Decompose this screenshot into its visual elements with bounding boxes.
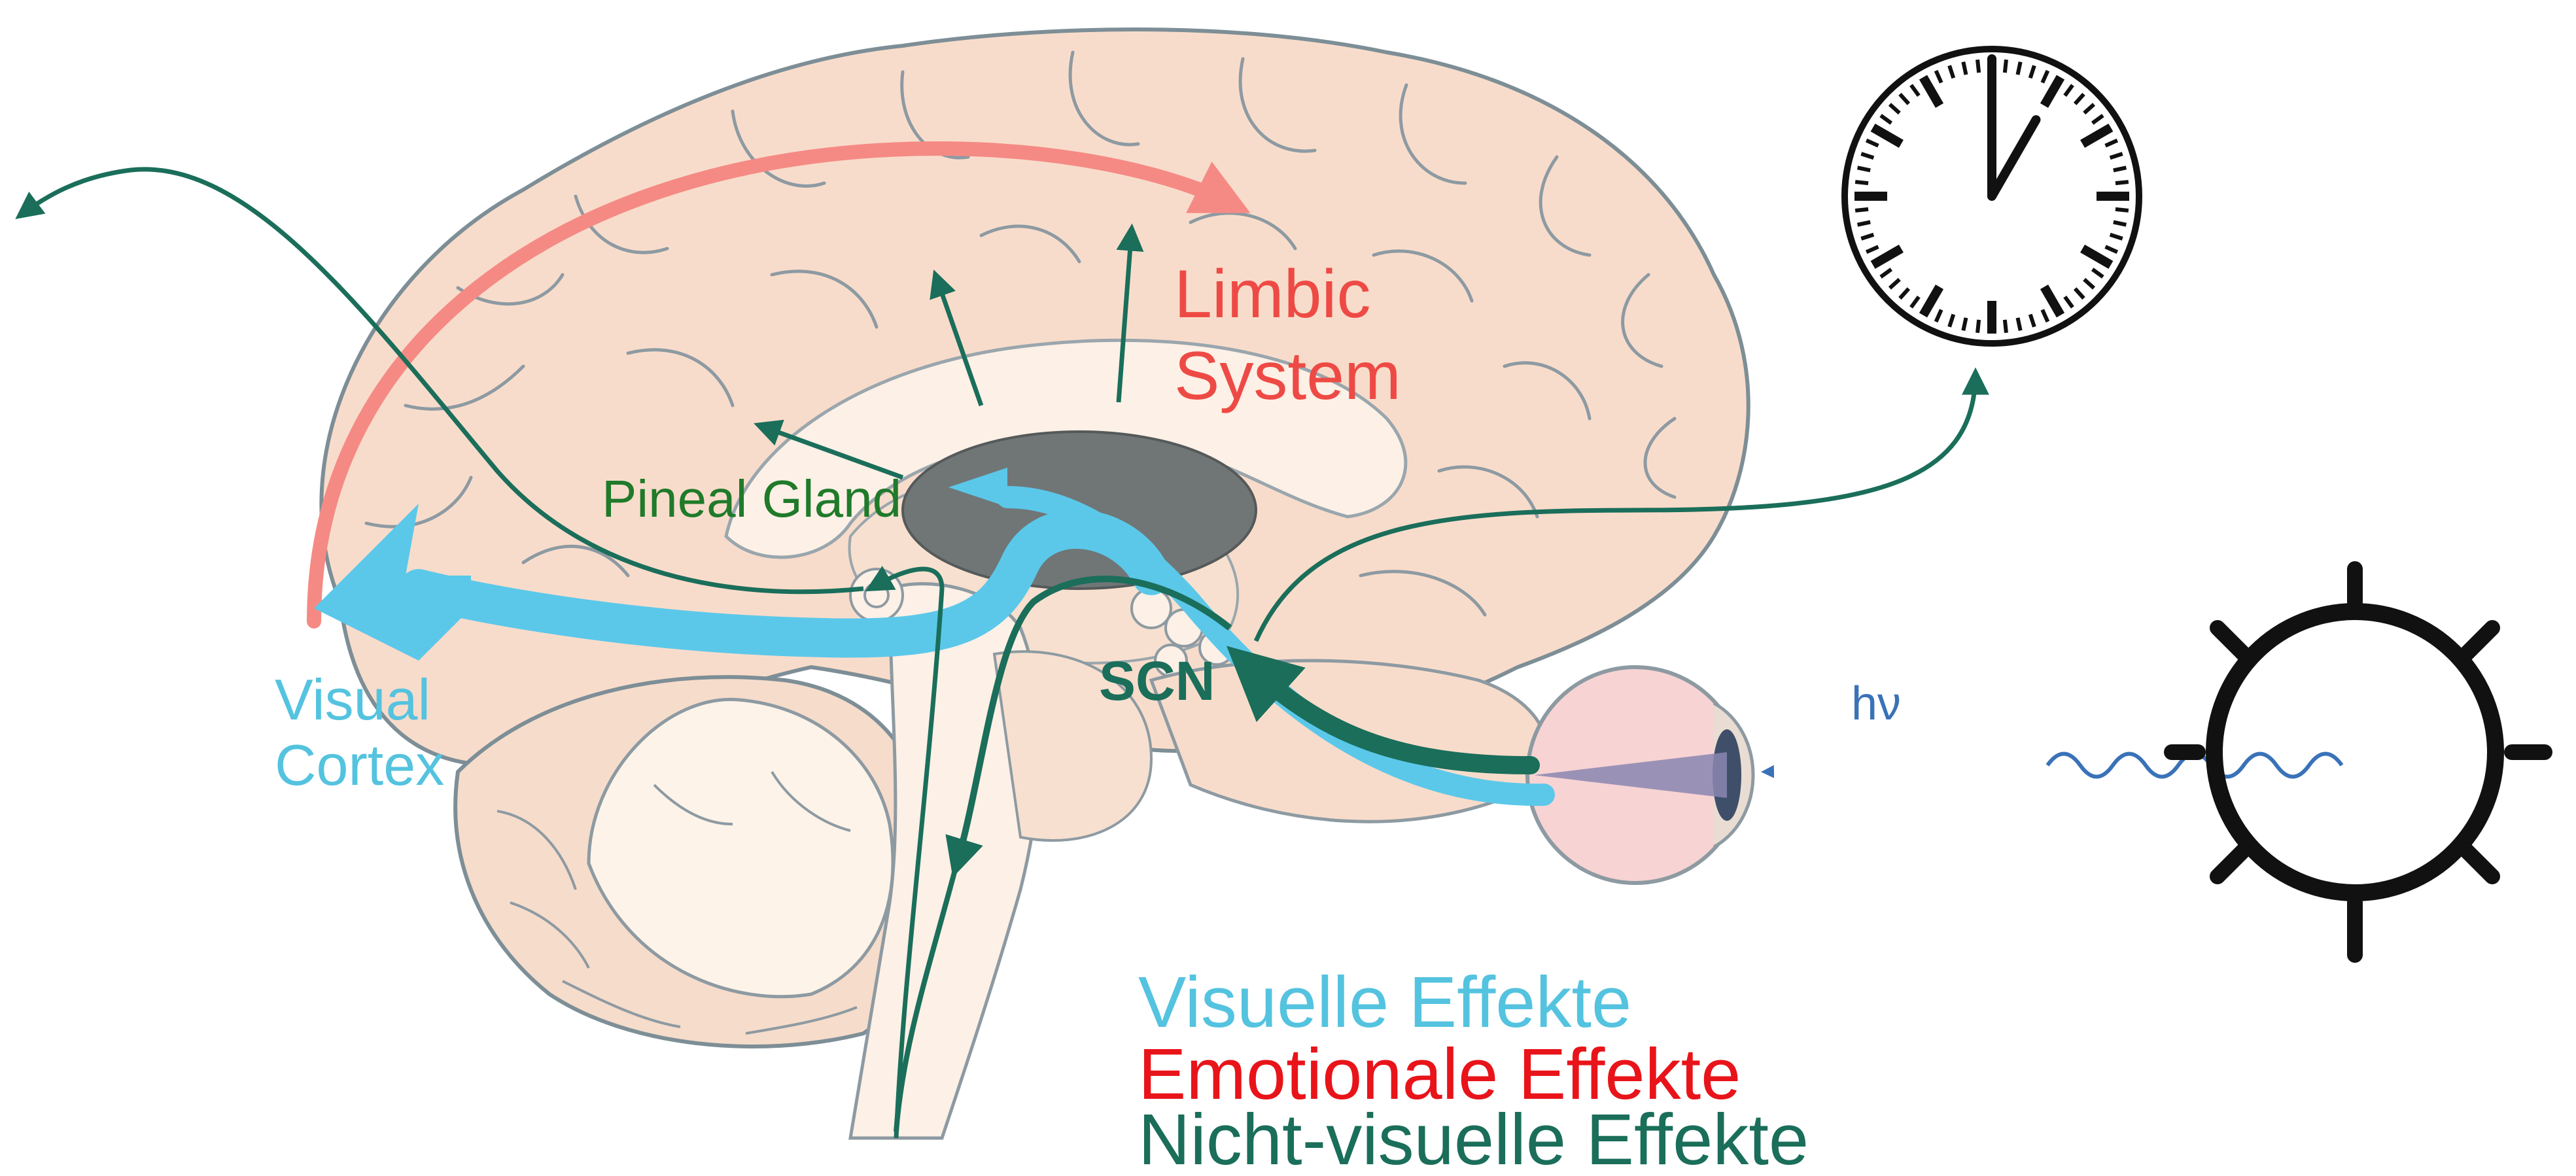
- clock-minute-tick: [2115, 182, 2129, 183]
- legend-non-visual: Nicht-visuelle Effekte: [1138, 1099, 1809, 1173]
- clock-minute-tick: [1977, 60, 1979, 73]
- clock-minute-tick: [1858, 222, 1871, 225]
- legend: Visuelle Effekte Emotionale Effekte Nich…: [1138, 962, 1809, 1173]
- eye-icon: [1527, 667, 1753, 883]
- clock-minute-tick: [1963, 62, 1966, 75]
- clock-minute-tick: [2114, 167, 2127, 170]
- clock-minute-tick: [2018, 62, 2021, 75]
- sun-icon: [2172, 569, 2545, 955]
- pineal-label: Pineal Gland: [602, 470, 901, 528]
- visual-cortex-label-line2: Cortex: [275, 733, 444, 797]
- legend-visual: Visuelle Effekte: [1138, 962, 1631, 1043]
- visual-cortex-label-line1: Visual: [275, 667, 430, 732]
- clock-minute-tick: [1963, 318, 1966, 331]
- clock-minute-tick: [2114, 222, 2127, 225]
- clock-minute-tick: [2115, 209, 2129, 211]
- clock-minute-tick: [1858, 167, 1871, 170]
- scn-label: SCN: [1099, 650, 1215, 712]
- light-label: hν: [1851, 678, 1901, 730]
- clock-minute-tick: [2018, 318, 2021, 331]
- clock-icon: [1845, 49, 2139, 343]
- light-arrow: [1766, 765, 2047, 772]
- clock-minute-tick: [2005, 320, 2006, 333]
- clock-minute-tick: [1855, 209, 1868, 211]
- limbic-label-line1: Limbic: [1174, 256, 1371, 332]
- limbic-label-line2: System: [1174, 338, 1401, 414]
- clock-minute-tick: [1855, 182, 1868, 183]
- clock-minute-tick: [2005, 60, 2006, 73]
- clock-minute-tick: [1977, 320, 1979, 333]
